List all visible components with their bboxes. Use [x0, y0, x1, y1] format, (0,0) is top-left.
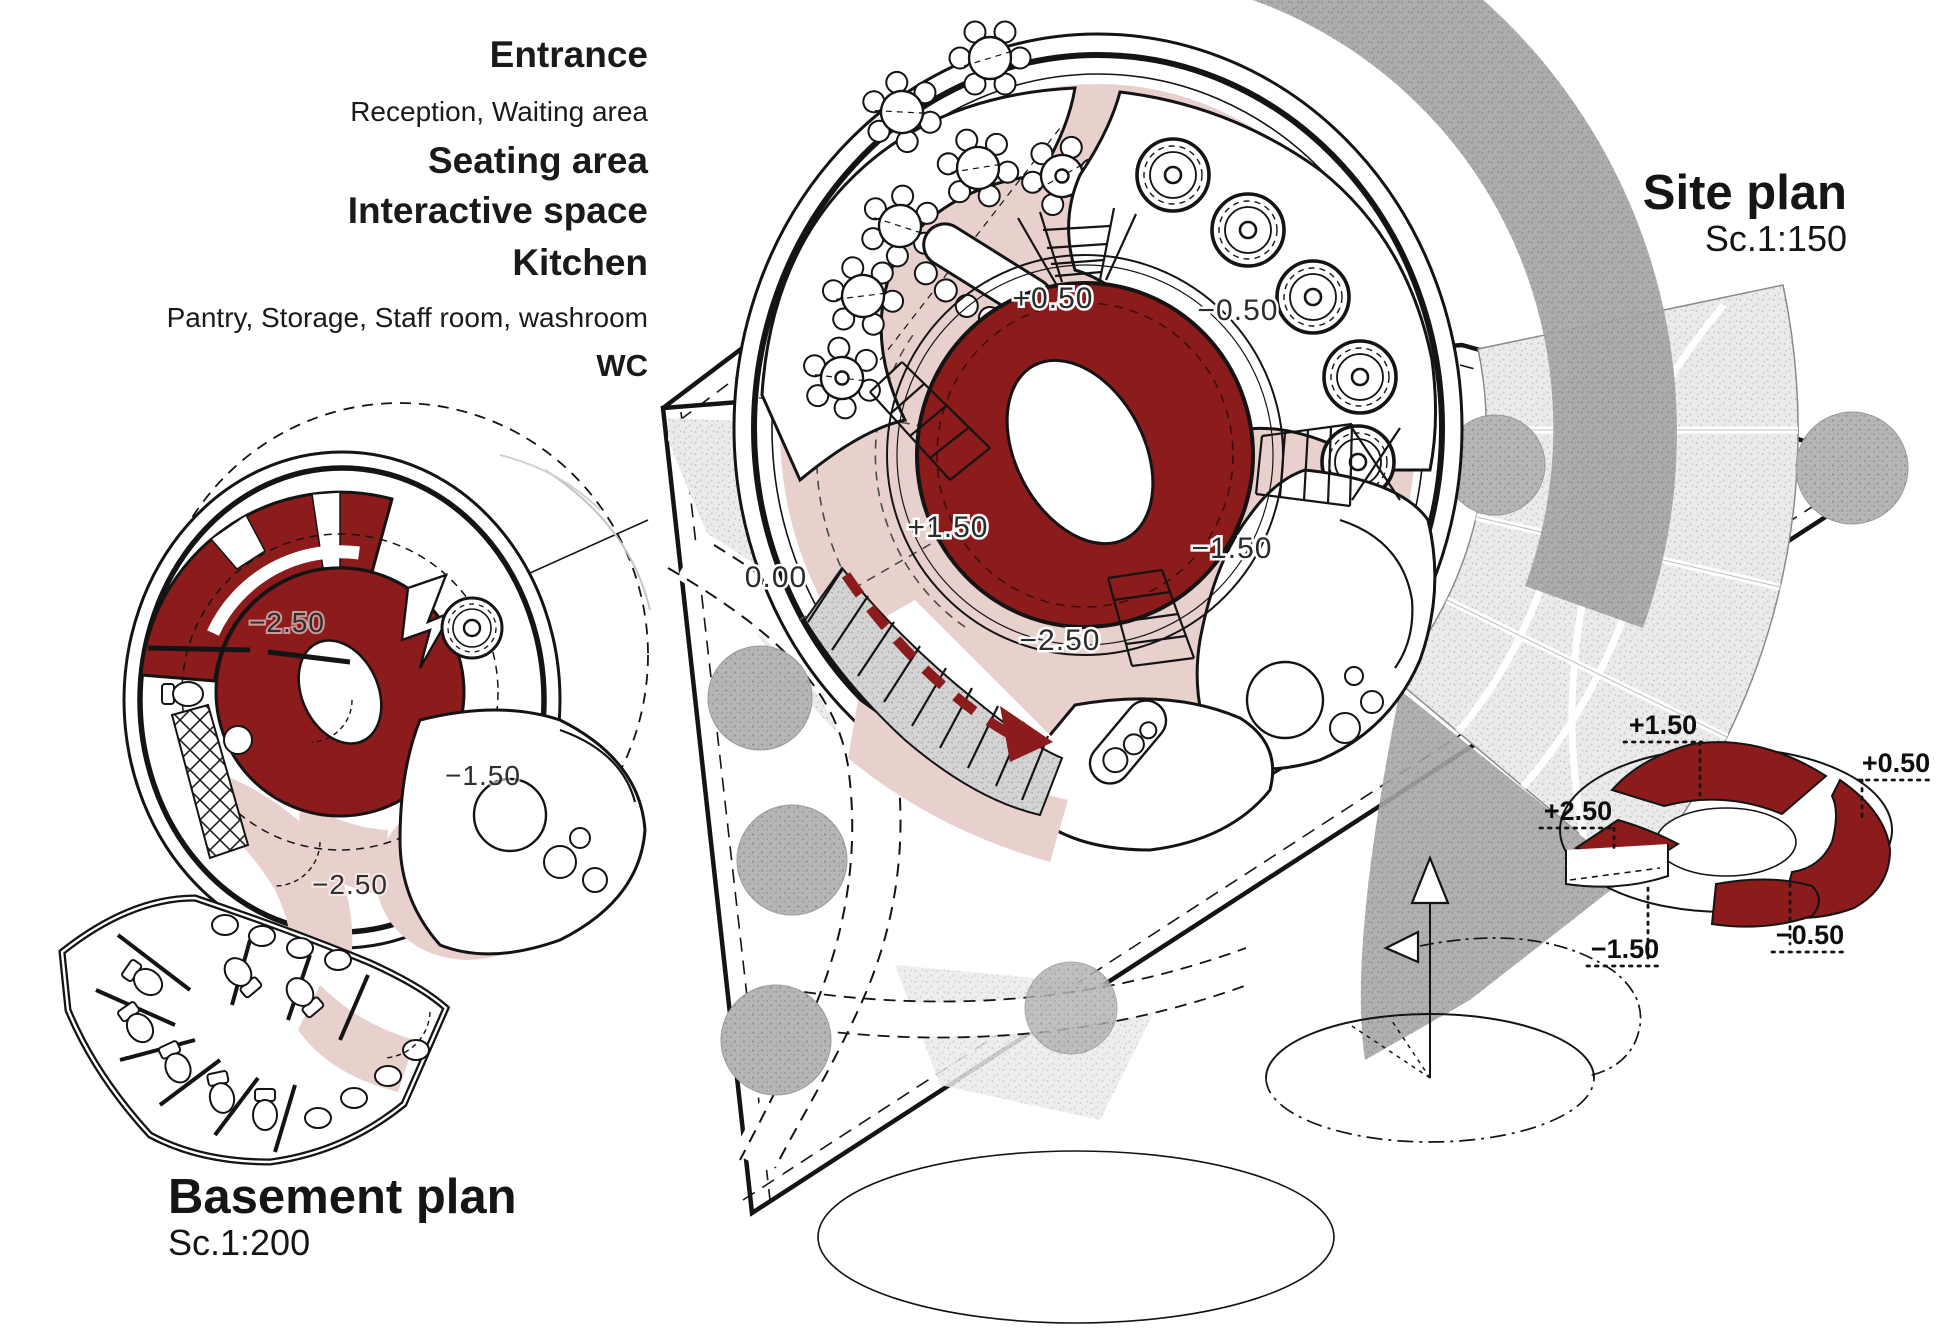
legend-item-seating: Seating area — [427, 140, 648, 181]
sinks — [211, 914, 430, 1129]
axon-label-lower-left: −1.50 — [1591, 934, 1659, 964]
curved-road-band — [1252, 0, 1677, 628]
interactive-pod — [1210, 192, 1286, 268]
interactive-pod — [1275, 259, 1351, 335]
axon-leaders — [1538, 740, 1936, 968]
site-plan-title: Site plan — [1642, 166, 1847, 220]
basement-washroom-wing — [58, 699, 451, 1166]
rotation-arrowhead — [1383, 930, 1420, 964]
axon-slab-lower — [1565, 844, 1669, 888]
trees — [707, 411, 1909, 1096]
basement-label-washroom: −2.50 — [312, 869, 388, 900]
basement-oculus — [297, 639, 383, 745]
south-room — [1034, 697, 1275, 852]
stairs-west — [869, 361, 991, 481]
axon-label-left: +2.50 — [1544, 796, 1612, 826]
legend-item-wc: WC — [596, 348, 648, 383]
site-plan-drawing: 0.00 +0.50 −0.50 +1.50 −1.50 −2.50 — [660, 0, 1909, 1217]
site-plan-scale: Sc.1:150 — [1704, 217, 1847, 259]
stairs-north — [1017, 207, 1138, 285]
entrance-stairs — [803, 566, 1064, 817]
door-swings — [275, 699, 431, 1059]
basement-plan-title: Basement plan — [168, 1170, 517, 1224]
legend-item-kitchen: Kitchen — [512, 242, 648, 283]
axon-wedge-bottom-right — [1710, 878, 1820, 928]
basement-lounge-room — [398, 708, 647, 956]
axon-label-lower-right: −0.50 — [1776, 920, 1844, 950]
basement-plan-scale: Sc.1:200 — [168, 1221, 311, 1263]
level-label-ground: 0.00 — [745, 561, 807, 594]
interactive-pod — [1135, 137, 1211, 213]
building-plan — [732, 20, 1464, 865]
basement-label-kitchen: −2.50 — [249, 607, 325, 638]
tree — [720, 984, 832, 1096]
planting-band-south — [1360, 690, 1630, 1060]
core-oculus — [1005, 358, 1155, 546]
stairs-east — [1254, 422, 1401, 508]
interactive-space-sector — [1067, 90, 1438, 500]
program-legend: Entrance Reception, Waiting area Seating… — [0, 0, 650, 400]
ramp-hatch-strip — [170, 703, 250, 860]
level-label-seating: +0.50 — [1013, 282, 1094, 315]
level-label-amphitheatre: +1.50 — [908, 511, 989, 544]
basement-label-lounge: −1.50 — [445, 760, 521, 791]
legend-item-interactive: Interactive space — [347, 190, 648, 231]
level-label-lower-court: −2.50 — [1020, 624, 1101, 657]
site-plan-title-block: Site plan Sc.1:150 — [1643, 168, 1847, 259]
level-label-interactive: −0.50 — [1198, 294, 1279, 327]
level-label-lounge: −1.50 — [1192, 532, 1273, 565]
tree — [707, 645, 813, 751]
entry-direction-arrow — [841, 572, 1053, 762]
legend-item-reception: Reception, Waiting area — [350, 96, 648, 127]
axon-label-top: +1.50 — [1629, 710, 1697, 740]
rotation-diagram — [817, 855, 1642, 1324]
central-core — [886, 254, 1284, 656]
entrance-pink-spill — [848, 700, 1068, 862]
axon-wedge-top — [1610, 741, 1828, 816]
axon-label-upper-right: +0.50 — [1862, 748, 1930, 778]
tree — [736, 804, 848, 916]
stairs-south — [1106, 568, 1196, 668]
legend-item-entrance: Entrance — [489, 34, 648, 75]
tree — [1024, 961, 1118, 1055]
interactive-pod — [1322, 339, 1398, 415]
ground-ellipse — [817, 1150, 1335, 1324]
basement-plan-title-block: Basement plan Sc.1:200 — [168, 1172, 517, 1263]
basement-plan-drawing: −2.50 −1.50 −2.50 — [58, 402, 651, 1166]
basement-wc-room — [147, 645, 351, 755]
tree — [1795, 411, 1909, 525]
north-arrow — [1410, 855, 1450, 905]
exploded-axon-diagram: +1.50 +0.50 +2.50 −0.50 −1.50 — [1538, 710, 1936, 968]
legend-item-pantry: Pantry, Storage, Staff room, washroom — [166, 302, 648, 333]
lounge-sector — [1195, 468, 1437, 771]
basement-stair-core — [400, 573, 504, 669]
